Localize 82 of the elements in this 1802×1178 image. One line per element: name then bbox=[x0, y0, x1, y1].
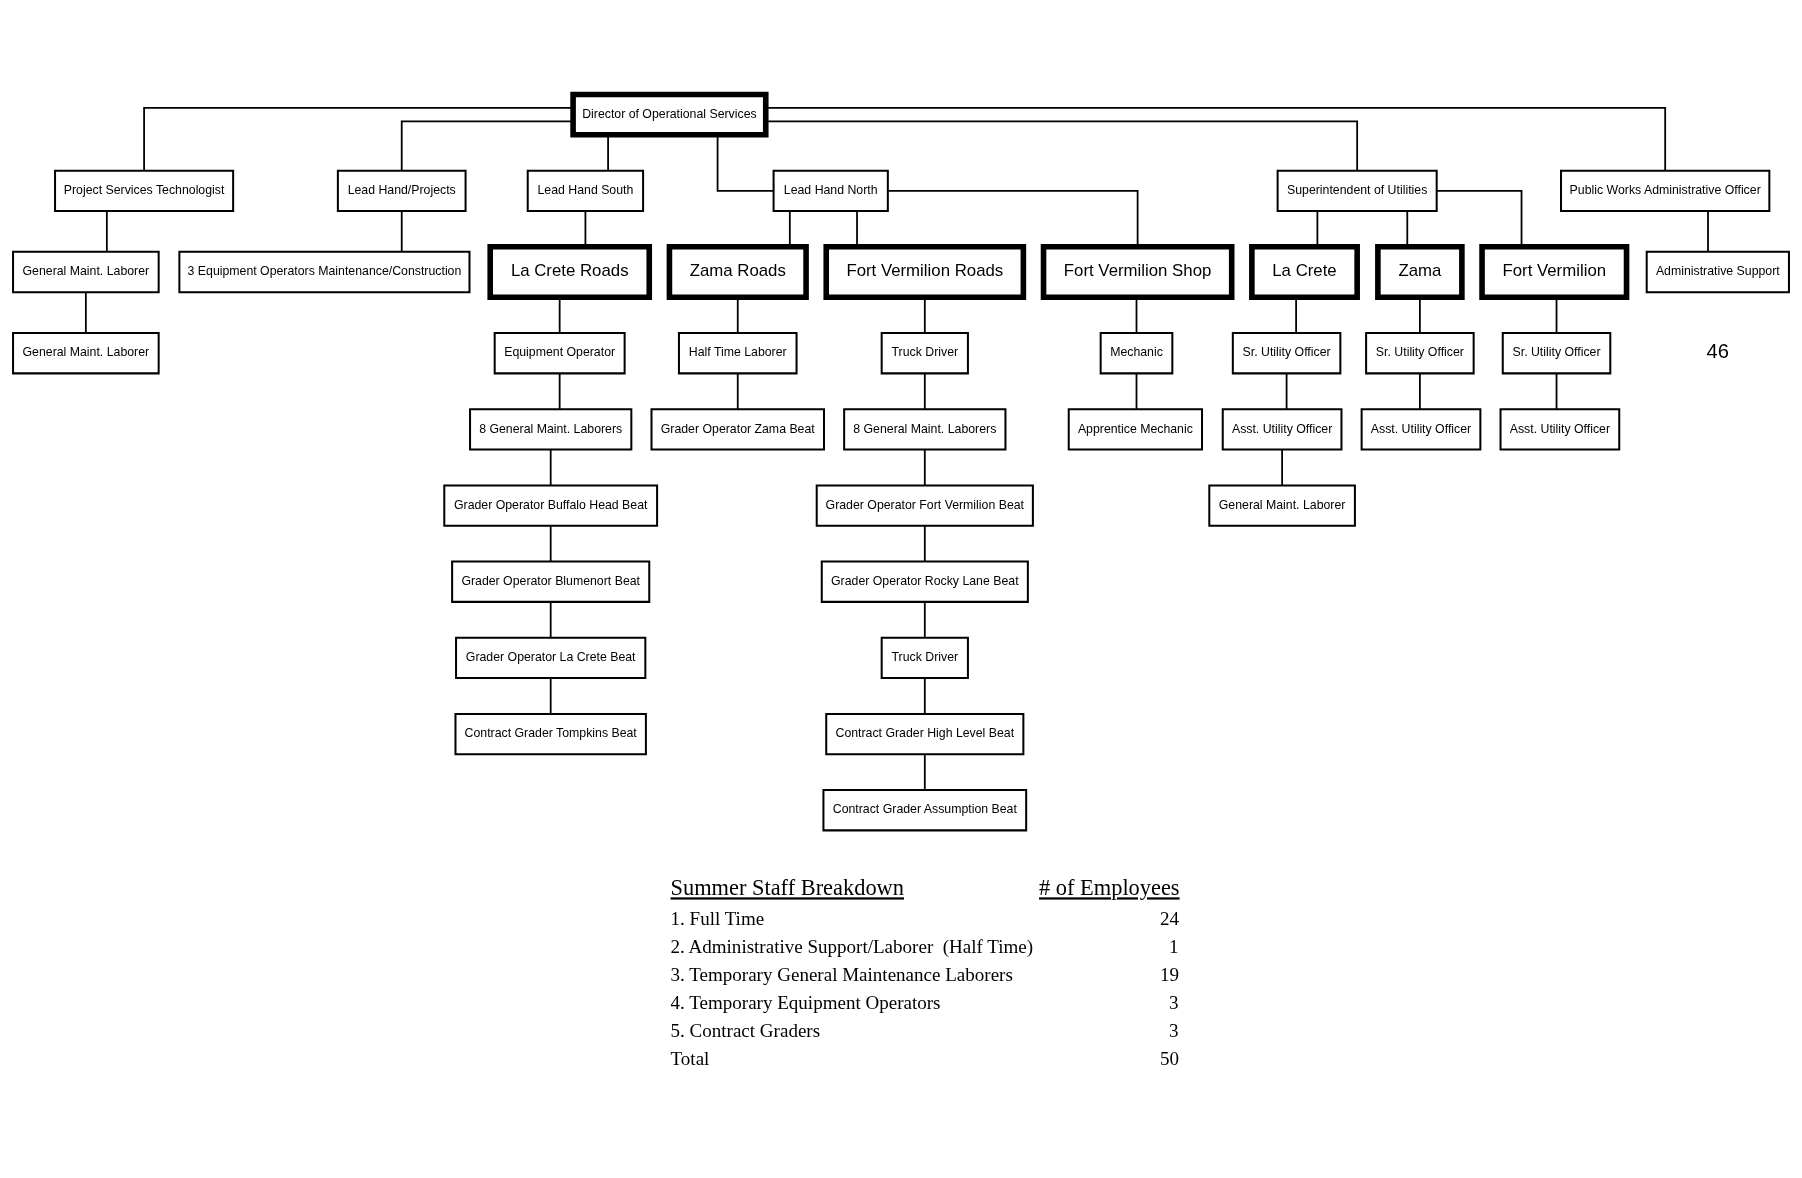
node-box: Public Works Administrative Officer bbox=[1560, 169, 1771, 212]
label: 46 bbox=[1706, 340, 1730, 363]
label: 3 bbox=[1168, 992, 1179, 1014]
node-box: Superintendent of Utilities bbox=[1276, 169, 1438, 212]
label: 24 bbox=[1160, 908, 1180, 930]
connector bbox=[84, 291, 87, 334]
label: 5. Contract Graders bbox=[670, 1020, 821, 1042]
node-box: Lead Hand North bbox=[772, 169, 889, 212]
connector bbox=[923, 448, 926, 486]
connector bbox=[549, 601, 552, 639]
node-box: Truck Driver bbox=[880, 636, 969, 680]
connector bbox=[923, 753, 926, 791]
label: 19 bbox=[1160, 964, 1180, 986]
connector bbox=[1419, 372, 1421, 410]
node-box: Asst. Utility Officer bbox=[1499, 408, 1621, 451]
node-box: Grader Operator La Crete Beat bbox=[455, 636, 647, 680]
node-box: Fort Vermilion bbox=[1479, 244, 1630, 301]
node-box: General Maint. Laborer bbox=[12, 250, 160, 294]
node-box: Mechanic bbox=[1099, 332, 1174, 375]
node-box: Grader Operator Blumenort Beat bbox=[451, 560, 651, 603]
connector bbox=[143, 107, 574, 172]
node-box: General Maint. Laborer bbox=[1208, 484, 1356, 527]
node-box: La Crete bbox=[1249, 244, 1360, 301]
node-box: Director of Operational Services bbox=[570, 91, 769, 138]
connector bbox=[1285, 372, 1288, 410]
connector bbox=[923, 525, 926, 563]
node-box: Grader Operator Rocky Lane Beat bbox=[820, 560, 1029, 603]
node-box: Grader Operator Fort Vermilion Beat bbox=[815, 484, 1034, 527]
node-box: 8 General Maint. Laborers bbox=[843, 408, 1007, 451]
label: # of Employees bbox=[1039, 875, 1180, 901]
label: Total bbox=[670, 1048, 710, 1070]
label: 3. Temporary General Maintenance Laborers bbox=[670, 964, 1013, 986]
label: 3 bbox=[1168, 1020, 1179, 1042]
node-box: Fort Vermilion Shop bbox=[1040, 244, 1235, 301]
node-box: Half Time Laborer bbox=[677, 332, 798, 375]
label: 4. Temporary Equipment Operators bbox=[670, 992, 941, 1014]
node-box: General Maint. Laborer bbox=[12, 332, 160, 375]
connector bbox=[736, 372, 739, 410]
node-box: Grader Operator Zama Beat bbox=[650, 408, 825, 451]
connector bbox=[923, 601, 926, 639]
node-box: Administrative Support bbox=[1645, 250, 1790, 294]
connector bbox=[400, 120, 574, 172]
node-box: Project Services Technologist bbox=[54, 169, 235, 212]
node-box: Equipment Operator bbox=[493, 332, 626, 375]
connector bbox=[549, 448, 552, 486]
node-box: Grader Operator Buffalo Head Beat bbox=[443, 484, 659, 527]
connector bbox=[549, 525, 552, 563]
label: 2. Administrative Support/Laborer (Half Time) bbox=[670, 936, 1034, 958]
node-box: Contract Grader Assumption Beat bbox=[822, 789, 1028, 832]
node-box: Fort Vermilion Roads bbox=[823, 244, 1027, 301]
label: Summer Staff Breakdown bbox=[670, 875, 904, 901]
node-box: Contract Grader High Level Beat bbox=[825, 712, 1025, 756]
node-box: Sr. Utility Officer bbox=[1501, 332, 1612, 375]
node-box: La Crete Roads bbox=[487, 244, 653, 301]
connector bbox=[1555, 372, 1558, 410]
label: 1 bbox=[1168, 936, 1179, 958]
node-box: Truck Driver bbox=[880, 332, 969, 375]
node-box: Zama Roads bbox=[666, 244, 809, 301]
node-box: Asst. Utility Officer bbox=[1360, 408, 1482, 451]
connector bbox=[923, 372, 926, 410]
node-box: 8 General Maint. Laborers bbox=[469, 408, 633, 451]
connector bbox=[105, 210, 108, 253]
node-box: Sr. Utility Officer bbox=[1365, 332, 1475, 375]
label: 1. Full Time bbox=[670, 908, 765, 930]
node-box: Contract Grader Tompkins Beat bbox=[454, 712, 647, 756]
connector bbox=[558, 372, 561, 410]
connector bbox=[1135, 372, 1138, 410]
node-box: Zama bbox=[1375, 244, 1465, 301]
node-box: Lead Hand/Projects bbox=[336, 169, 467, 212]
connector bbox=[716, 134, 775, 192]
connector bbox=[549, 677, 552, 715]
connector bbox=[1707, 210, 1709, 253]
node-box: Sr. Utility Officer bbox=[1231, 332, 1342, 375]
node-box: Asst. Utility Officer bbox=[1221, 408, 1343, 451]
connector bbox=[400, 210, 403, 253]
node-box: Lead Hand South bbox=[526, 169, 645, 212]
connector bbox=[607, 134, 609, 172]
node-box: Apprentice Mechanic bbox=[1067, 408, 1204, 451]
label: 50 bbox=[1160, 1048, 1180, 1070]
connector bbox=[923, 677, 926, 715]
connector bbox=[1281, 448, 1283, 486]
node-box: 3 Equipment Operators Maintenance/Construction bbox=[178, 250, 471, 294]
